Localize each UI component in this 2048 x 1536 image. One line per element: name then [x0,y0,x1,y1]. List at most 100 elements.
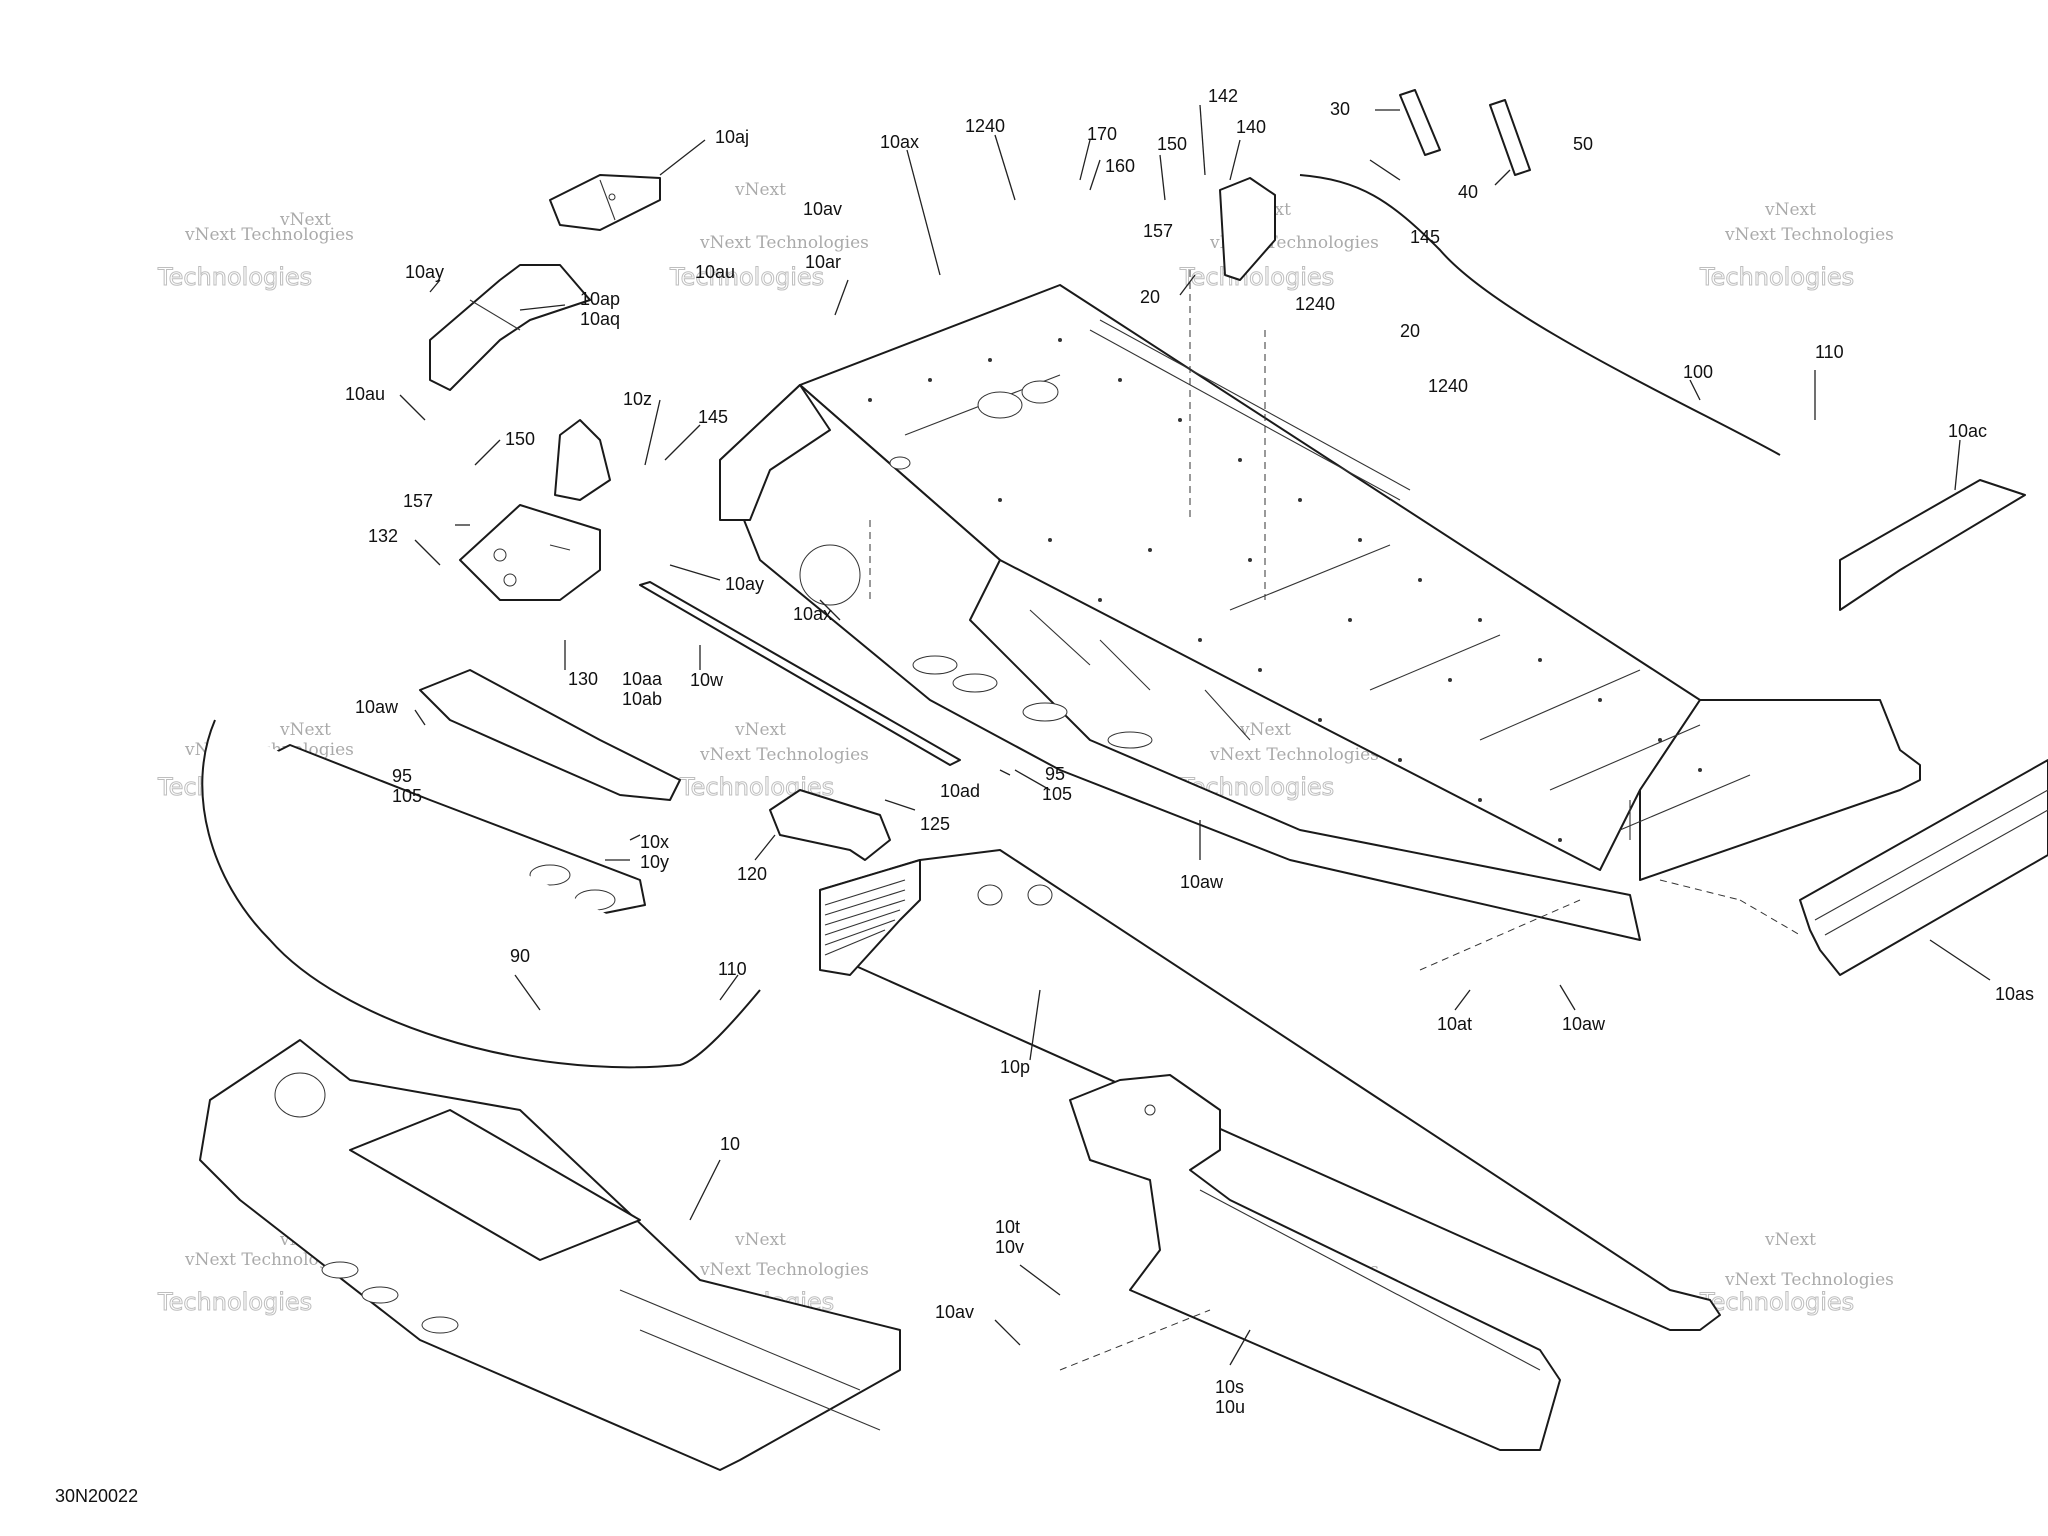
tube-100 [1299,174,1781,456]
bracket-10ac [1839,479,2026,611]
svg-text:Technologies: Technologies [157,1288,312,1316]
callout-10av: 10av [935,1302,974,1322]
callout-10ay: 10ay [405,262,444,282]
callout-10ac: 10ac [1948,421,1987,441]
callout-150: 150 [1157,134,1187,154]
callout-10ad: 10ad [940,781,980,801]
callout-100: 100 [1683,362,1713,382]
svg-text:vNext Technologies: vNext Technologies [1209,745,1379,765]
callout-10as: 10as [1995,984,2034,1004]
crossmember-10aa [419,669,681,801]
bracket-10aj [549,174,661,231]
callout-10z: 10z [623,389,652,409]
callout-160: 160 [1105,156,1135,176]
callout-132: 132 [368,526,398,546]
callout-10x: 10x [640,832,669,852]
guard-130 [459,504,601,601]
watermark-line1: vNext Technologies [184,225,354,245]
callout-110: 110 [1815,342,1844,362]
svg-text:vNext: vNext [734,1230,786,1250]
callout-10aw: 10aw [1180,872,1224,892]
svg-text:vNext Technologies: vNext Technologies [699,233,869,253]
callout-10v: 10v [995,1237,1024,1257]
callout-105: 105 [392,786,422,806]
callout-20: 20 [1140,287,1160,307]
callout-10t: 10t [995,1217,1020,1237]
figure-code: 30N20022 [55,1486,138,1506]
watermark: vNext vNext Technologies Technologies [157,210,354,292]
bracket-30 [1399,89,1441,156]
callout-10aa: 10aa [622,669,663,689]
callout-10av: 10av [803,199,842,219]
callout-10ab: 10ab [622,689,662,709]
callout-10s: 10s [1215,1377,1244,1397]
callout-10aq: 10aq [580,309,620,329]
svg-text:vNext: vNext [1764,1230,1816,1250]
callout-20: 20 [1400,321,1420,341]
callout-145: 145 [698,407,728,427]
callout-150: 150 [505,429,535,449]
bracket-10ap [429,264,591,391]
tube-90 [201,719,761,1069]
callout-140: 140 [1236,117,1266,137]
watermark: vNext vNext Technologies Technologies [679,720,869,802]
callout-10y: 10y [640,852,669,872]
dashed-leaders [869,270,1801,1371]
callout-170: 170 [1087,124,1117,144]
callout-10at: 10at [1437,1014,1472,1034]
callout-10ar: 10ar [805,252,841,272]
bracket-140 [1219,177,1276,281]
rivets [868,338,1702,842]
svg-text:vNext: vNext [1764,200,1816,220]
callout-145: 145 [1410,227,1440,247]
callout-105: 105 [1042,784,1072,804]
step-120 [769,789,891,861]
svg-text:vNext: vNext [734,720,786,740]
rear-rail-10as [1799,759,2048,976]
callout-10u: 10u [1215,1397,1245,1417]
callout-142: 142 [1208,86,1238,106]
callout-90: 90 [510,946,530,966]
callout-labels: 10aj 10ay 10ap 10aq 10au 10z 145 150 157… [345,86,2034,1417]
callout-10aj: 10aj [715,127,749,147]
callout-40: 40 [1458,182,1478,202]
callout-10: 10 [720,1134,740,1154]
callout-10ap: 10ap [580,289,620,309]
watermark: vNext vNext Technologies Technologies [1699,1230,1894,1317]
callout-10p: 10p [1000,1057,1030,1077]
complete-assembly-10 [199,1039,901,1471]
svg-text:vNext: vNext [279,720,331,740]
main-tunnel [719,284,1921,941]
svg-text:Technologies: Technologies [669,263,824,291]
callout-157: 157 [1143,221,1173,241]
callout-50: 50 [1573,134,1593,154]
watermark: vNext vNext Technologies Technologies [669,180,869,292]
callout-10ay: 10ay [725,574,764,594]
callout-30: 30 [1330,99,1350,119]
svg-text:vNext: vNext [1239,720,1291,740]
callout-95: 95 [392,766,412,786]
svg-text:vNext Technologies: vNext Technologies [699,1260,869,1280]
bracket-10z [554,419,611,501]
callout-1240: 1240 [965,116,1005,136]
callout-10au: 10au [345,384,385,404]
svg-text:Technologies: Technologies [1699,1288,1854,1316]
callout-130: 130 [568,669,598,689]
side-panel-10s [1069,1074,1561,1451]
callout-1240: 1240 [1295,294,1335,314]
callout-10aw: 10aw [355,697,399,717]
rail-10w [639,581,961,766]
callout-10ax: 10ax [880,132,919,152]
svg-text:vNext Technologies: vNext Technologies [1724,1270,1894,1290]
callout-10ax: 10ax [793,604,832,624]
tunnel-cover-10p [819,849,1721,1331]
callout-110: 110 [718,959,747,979]
svg-text:Technologies: Technologies [1179,263,1334,291]
callout-125: 125 [920,814,950,834]
callout-1240: 1240 [1428,376,1468,396]
bracket-40 [1489,99,1531,176]
svg-text:vNext Technologies: vNext Technologies [1724,225,1894,245]
callout-157: 157 [403,491,433,511]
svg-text:Technologies: Technologies [1699,263,1854,291]
